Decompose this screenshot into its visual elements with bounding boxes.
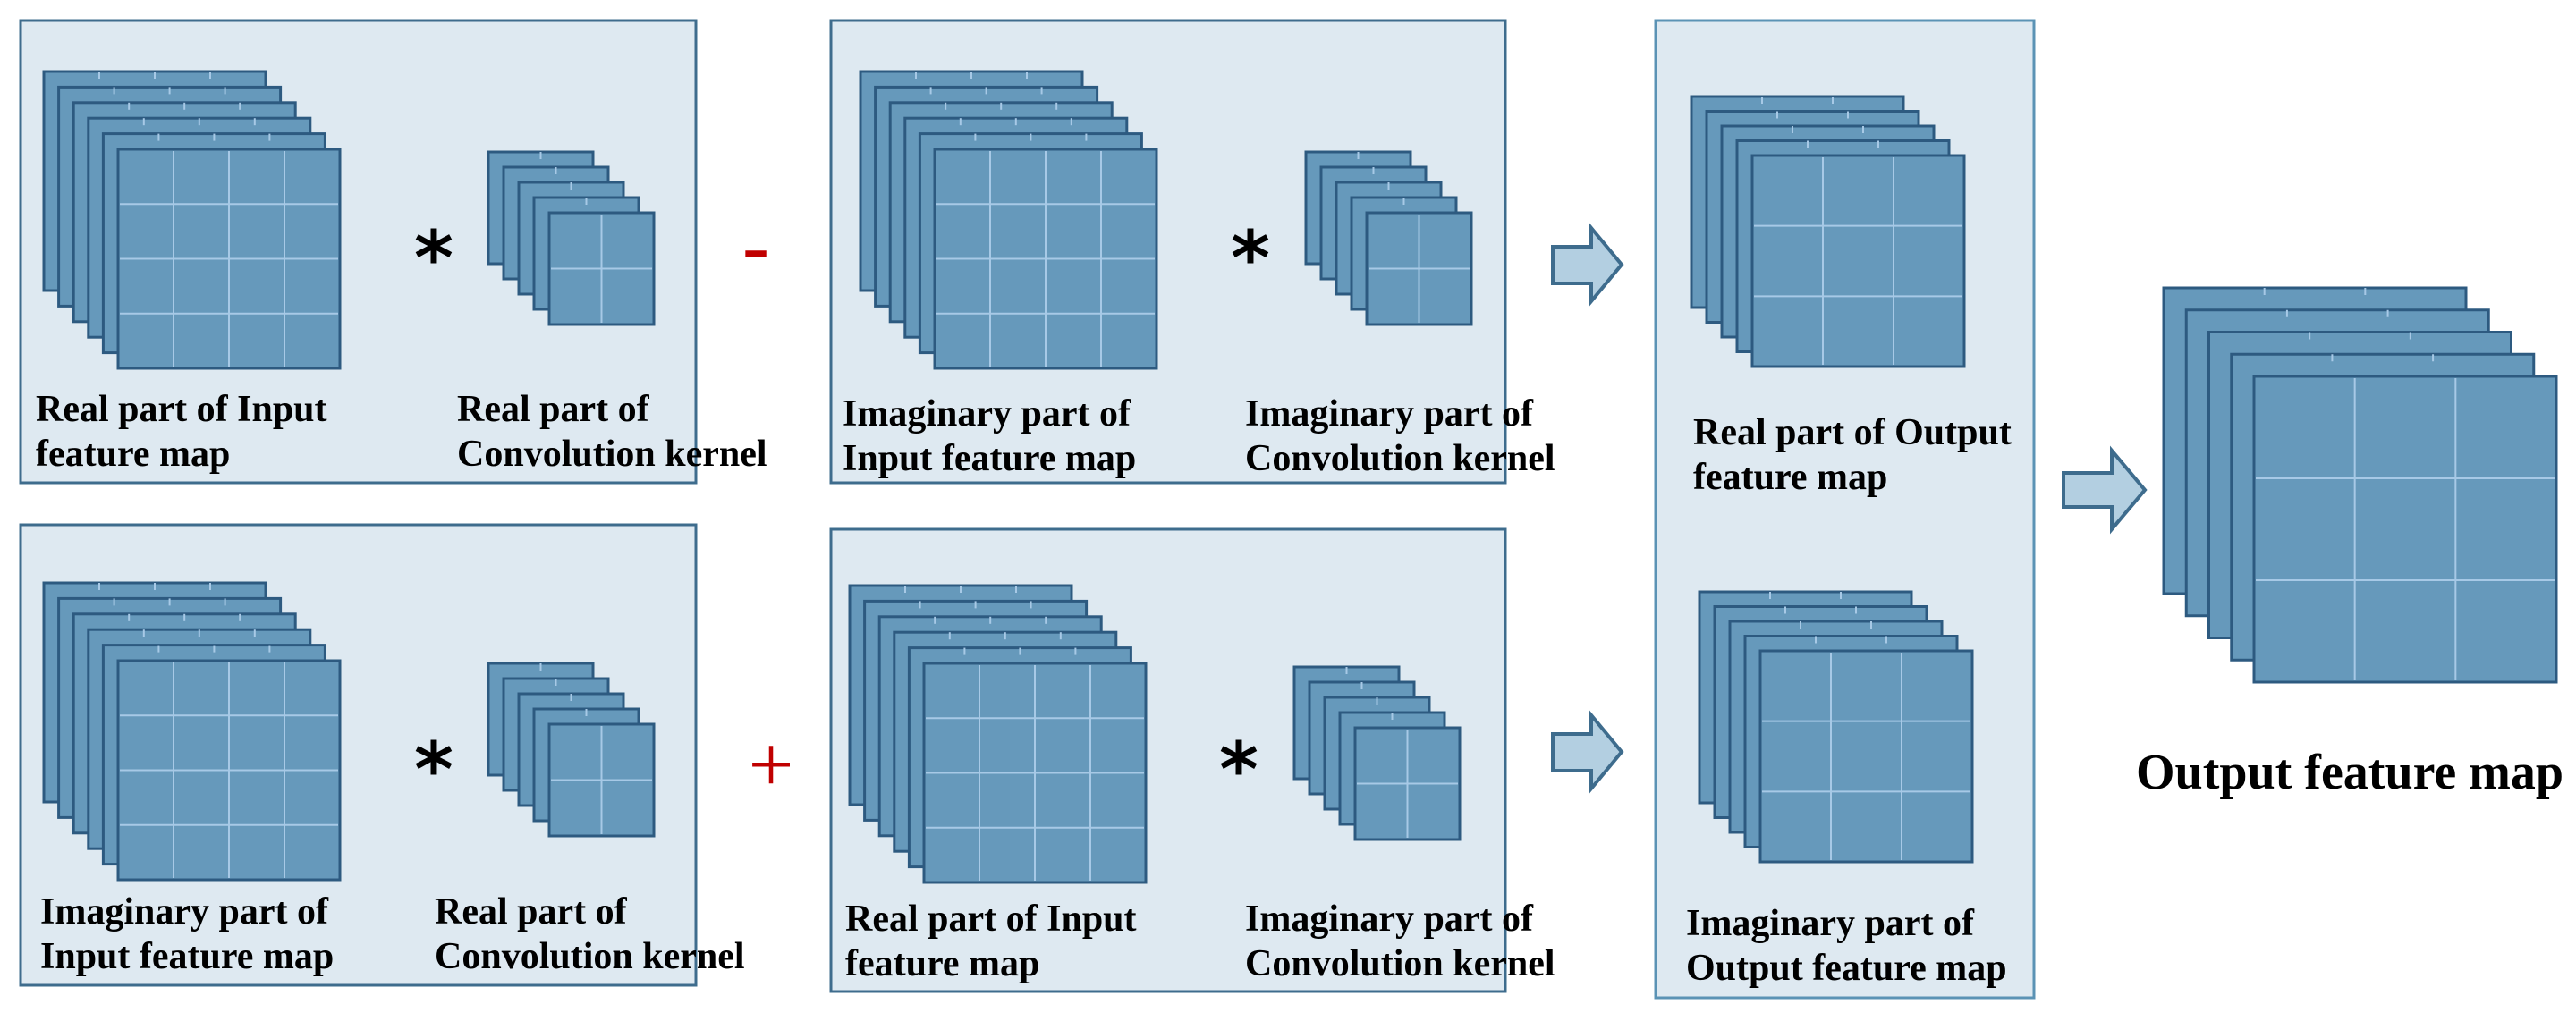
- convolution-operator-top-middle: *: [1231, 215, 1270, 302]
- arrow-right-final: [2062, 445, 2148, 535]
- kernel-stack-real-bottom: [487, 662, 656, 838]
- input-map-stack-imaginary: [859, 70, 1158, 370]
- convolution-operator-top-left: *: [414, 215, 453, 302]
- kernel-stack-real: [487, 150, 656, 326]
- caption-top-left-kernel: Real part of Convolution kernel: [457, 389, 767, 475]
- caption-bottom-left-kernel: Real part of Convolution kernel: [435, 891, 745, 977]
- caption-bottom-middle-map: Real part of Input feature map: [845, 899, 1146, 984]
- minus-operator: -: [742, 202, 769, 291]
- final-output-map-stack: [2162, 286, 2558, 684]
- kernel-stack-imaginary: [1304, 150, 1473, 326]
- input-map-stack-imaginary-bottom: [42, 581, 342, 882]
- final-output-title: Output feature map: [2136, 745, 2563, 800]
- convolution-operator-bottom-middle: *: [1219, 726, 1258, 814]
- feature-map-sheet: [1750, 154, 1966, 368]
- input-map-stack-real: [42, 70, 342, 370]
- kernel-stack-imaginary-bottom: [1292, 665, 1462, 841]
- convolution-operator-bottom-left: *: [414, 726, 453, 814]
- feature-map-sheet: [2252, 375, 2558, 684]
- caption-top-middle-map: Imaginary part of Input feature map: [843, 393, 1140, 479]
- input-map-stack-real-bottom: [848, 584, 1148, 884]
- arrow-right-bottom: [1551, 710, 1624, 794]
- arrow-right-top: [1551, 223, 1624, 307]
- caption-output-real: Real part of Output feature map: [1693, 412, 2021, 498]
- caption-bottom-middle-kernel: Imaginary part of Convolution kernel: [1245, 899, 1555, 984]
- output-map-stack-real: [1690, 95, 1966, 368]
- caption-top-left-map: Real part of Input feature map: [36, 389, 336, 475]
- plus-operator: +: [749, 721, 794, 809]
- output-map-stack-imaginary: [1698, 590, 1974, 864]
- feature-map-sheet: [1758, 649, 1974, 864]
- caption-output-imaginary: Imaginary part of Output feature map: [1686, 903, 2007, 989]
- caption-bottom-left-map: Imaginary part of Input feature map: [40, 891, 337, 977]
- caption-top-middle-kernel: Imaginary part of Convolution kernel: [1245, 393, 1555, 479]
